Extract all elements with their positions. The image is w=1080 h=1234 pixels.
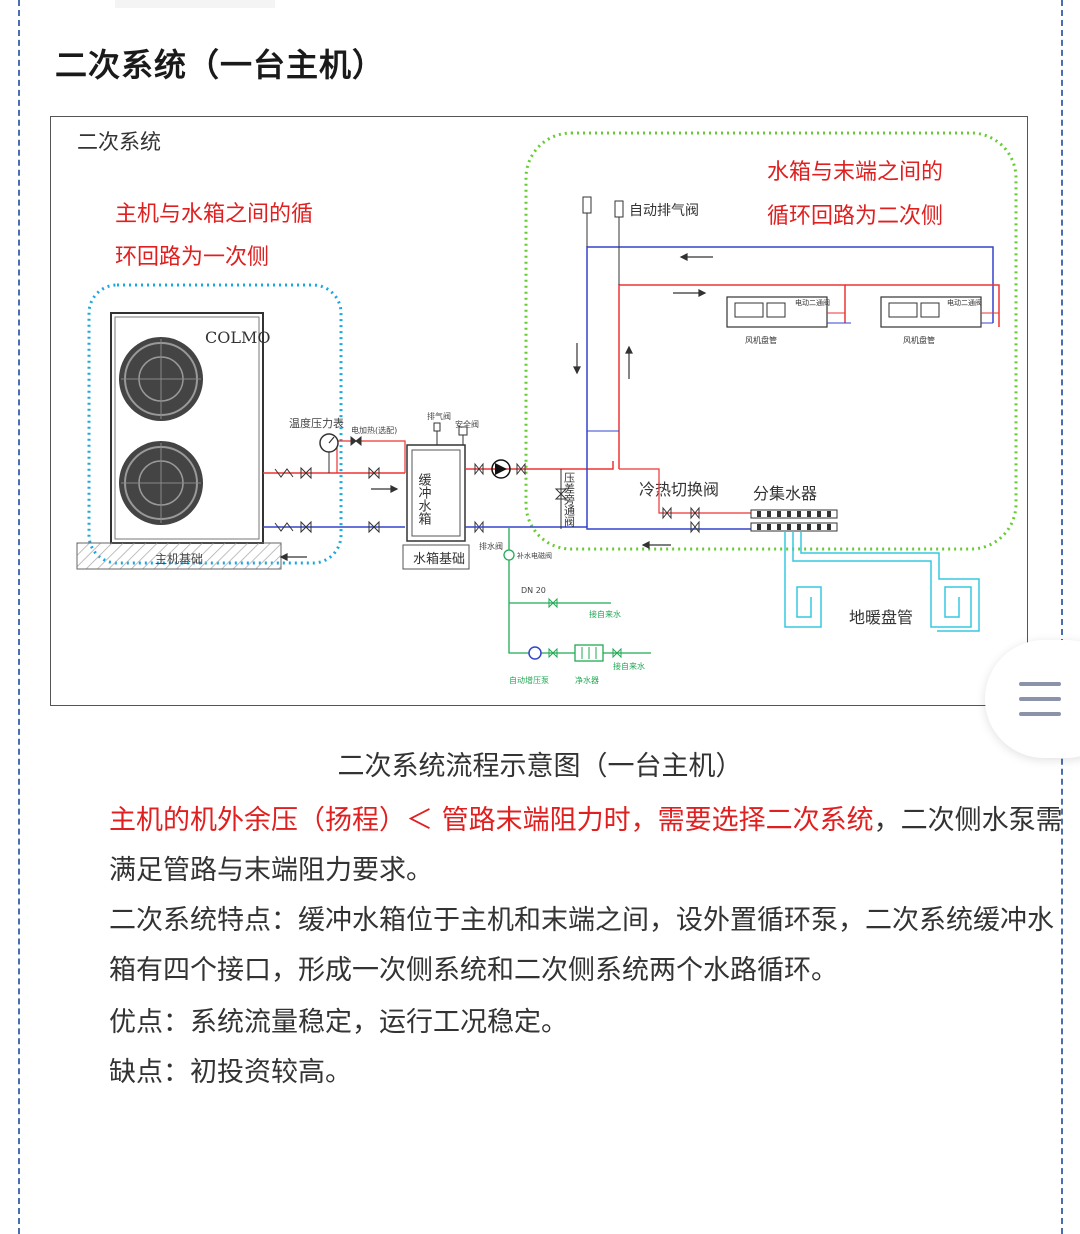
switch-valve-label: 冷热切换阀 <box>639 480 719 499</box>
two-way-valve-label-1: 电动二通阀 <box>795 298 830 307</box>
two-way-valve-label-2: 电动二通阀 <box>947 298 982 307</box>
secondary-zone <box>524 131 1018 551</box>
buffer-tank <box>406 444 466 542</box>
bypass-label: 压差旁通阀 <box>563 472 576 528</box>
vent-valve-label: 排气阀 <box>427 411 451 421</box>
disadvantages-text: 缺点：初投资较高。 <box>109 1057 352 1088</box>
figure-caption: 二次系统流程示意图（一台主机） <box>337 751 743 782</box>
buffer-tank-label: 缓冲水箱 <box>416 473 432 525</box>
drain-label: 排水阀 <box>479 541 503 551</box>
page-border-right <box>1061 0 1063 1234</box>
vent-icon <box>582 196 592 214</box>
advantages-text: 优点：系统流量稳定，运行工况稳定。 <box>109 1007 568 1038</box>
section-title: 二次系统（一台主机） <box>55 46 386 84</box>
primary-zone <box>87 283 343 565</box>
secondary-note-line1: 水箱与末端之间的 <box>767 160 943 185</box>
fan-coil-unit-1: 电动二通阀 风机盘管 <box>726 296 851 345</box>
fan-coil-label-2: 风机盘管 <box>903 335 935 345</box>
makeup-valve-label: 补水电磁阀 <box>517 551 552 560</box>
gauge-label: 温度压力表 <box>289 416 344 430</box>
floating-menu-button[interactable] <box>985 640 1080 758</box>
diagram-svg: 二次系统 主机与水箱之间的循 环回路为一次侧 水箱与末端之间的 循环回路为二次侧… <box>76 130 1018 685</box>
tank-base-label: 水箱基础 <box>413 551 465 567</box>
diagram-title: 二次系统 <box>77 130 161 154</box>
dn-label: DN 20 <box>521 586 546 595</box>
paragraph-1-rest: ，二次侧水泵需满足管路与末端阻力要求。 <box>109 805 1063 886</box>
auto-vent-label: 自动排气阀 <box>629 203 699 219</box>
tap-water-label-1: 接自来水 <box>589 609 621 619</box>
host-base <box>76 542 282 570</box>
page-border-left <box>18 0 20 1234</box>
solenoid-icon <box>503 549 515 561</box>
paragraph-1: 主机的机外余压（扬程）＜ 管路末端阻力时，需要选择二次系统，二次侧水泵需满足管路… <box>63 796 1069 896</box>
heat-pump-unit: COLMO <box>110 312 270 544</box>
fan-coil-unit-2: 电动二通阀 风机盘管 <box>880 296 999 345</box>
secondary-return-pipe <box>465 526 831 530</box>
secondary-note-line2: 循环回路为二次侧 <box>767 204 943 229</box>
paragraph-1-highlight: 主机的机外余压（扬程）＜ 管路末端阻力时，需要选择二次系统 <box>109 805 874 836</box>
floor-coil-label: 地暖盘管 <box>849 608 913 627</box>
purifier-label: 净水器 <box>575 675 599 685</box>
primary-note-line2: 环回路为一次侧 <box>115 245 269 270</box>
tank-base <box>402 544 470 570</box>
manifold-label: 分集水器 <box>753 484 817 503</box>
primary-note-line1: 主机与水箱之间的循 <box>115 202 313 227</box>
safety-valve-label: 安全阀 <box>455 419 479 429</box>
pressure-pump-icon <box>528 646 542 660</box>
system-diagram: 二次系统 主机与水箱之间的循 环回路为一次侧 水箱与末端之间的 循环回路为二次侧… <box>50 116 1028 706</box>
pressure-pump-label: 自动增压泵 <box>509 675 549 685</box>
tap-water-label-2: 接自来水 <box>613 661 645 671</box>
floor-heating-coil <box>784 531 980 632</box>
secondary-supply-pipe <box>465 461 614 470</box>
heater-label: 电加热(选配) <box>351 425 397 435</box>
fan-coil-label-1: 风机盘管 <box>745 335 777 345</box>
top-fragment <box>115 0 275 8</box>
vent-icon <box>614 200 624 218</box>
pump-icon <box>495 463 507 475</box>
paragraph-2: 二次系统特点：缓冲水箱位于主机和末端之间，设外置循环泵，二次系统缓冲水箱有四个接… <box>109 905 1054 986</box>
brand-label: COLMO <box>205 328 270 347</box>
supply-riser <box>618 284 846 469</box>
manifold <box>750 509 838 532</box>
makeup-water-pipe <box>508 527 651 654</box>
host-base-label: 主机基础 <box>155 552 203 566</box>
